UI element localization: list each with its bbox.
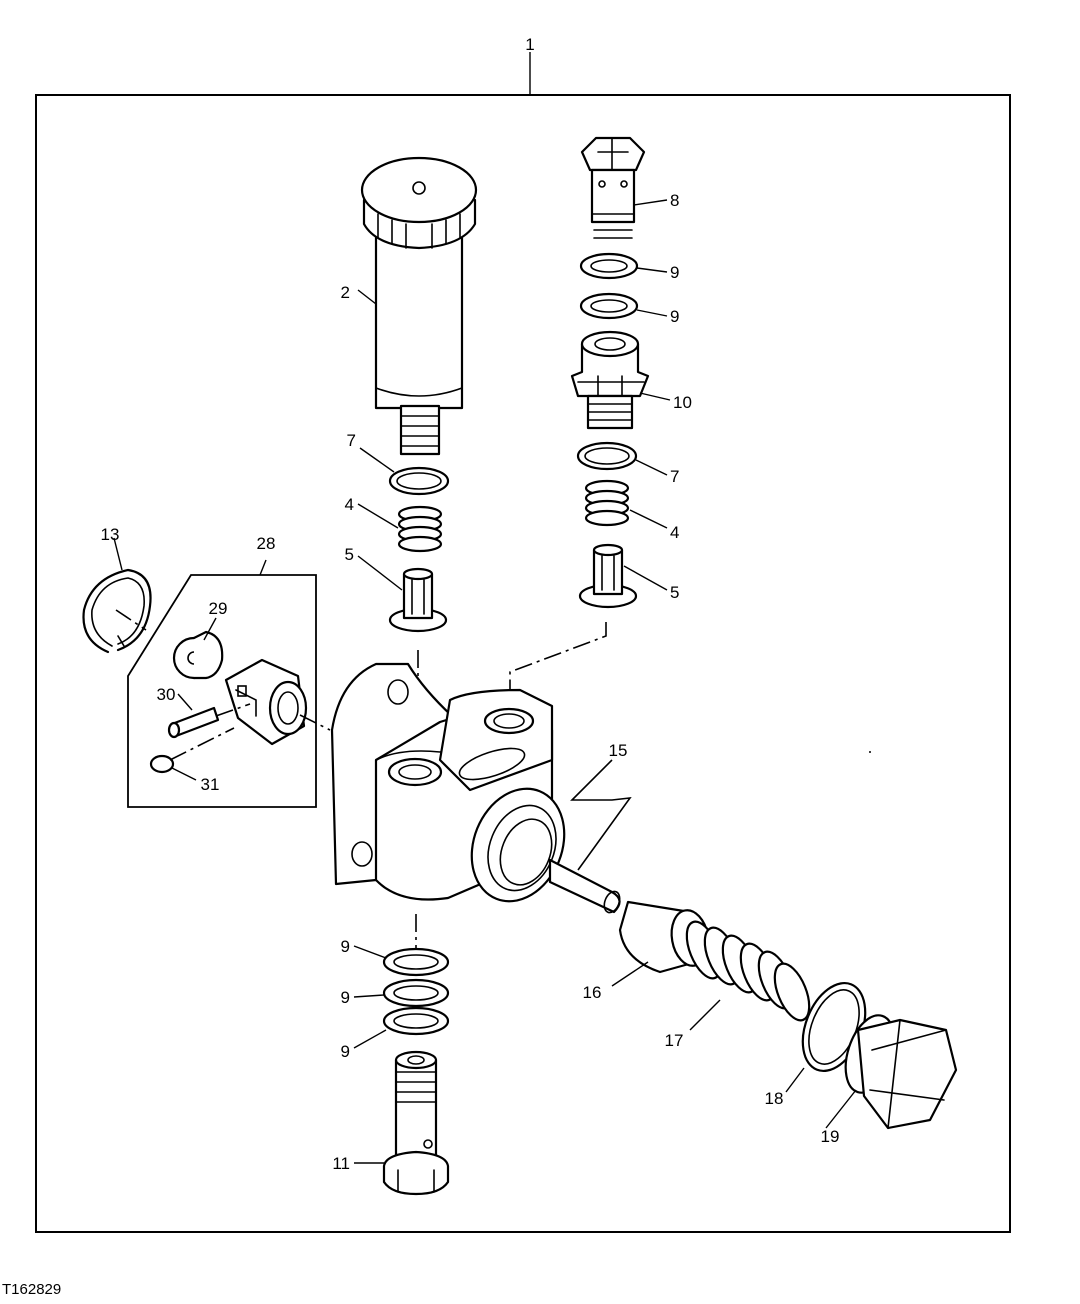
- callout-pin: 30: [157, 685, 176, 704]
- callout-washer-top-2: 9: [670, 307, 679, 326]
- piston-spring: [685, 920, 811, 1022]
- callout-retainer: 31: [201, 775, 220, 794]
- callout-oring-l: 7: [347, 431, 356, 450]
- callout-oring-r: 7: [670, 467, 679, 486]
- gasket-leader: [785, 1067, 805, 1093]
- roller-leader: [203, 617, 217, 641]
- washer-top-1: [579, 252, 639, 280]
- callout-spring-l: 4: [345, 495, 354, 514]
- callout-cap-filter: 2: [341, 283, 350, 302]
- assembly-frame: [35, 94, 1011, 1233]
- washer-bot-2-leader: [353, 994, 385, 998]
- washer-bot-3: [382, 1006, 450, 1036]
- callout-gasket: 18: [765, 1089, 784, 1108]
- retainer-leader: [171, 767, 197, 781]
- centerline-right: [509, 622, 607, 690]
- callout-piston: 16: [583, 983, 602, 1002]
- retainer: [149, 754, 175, 774]
- callout-washer-top-1: 9: [670, 263, 679, 282]
- valve-right: [578, 543, 638, 609]
- stray-dot: [869, 751, 871, 753]
- washer-top-2-hole: [590, 299, 628, 313]
- callout-valve-l: 5: [345, 545, 354, 564]
- roller: [172, 630, 224, 680]
- washer-bot-3-leader: [353, 1029, 387, 1049]
- spring-left-leader: [357, 503, 399, 529]
- oring-left: [388, 466, 450, 496]
- callout-banjo-bolt-bottom: 11: [332, 1154, 350, 1173]
- piston-leader: [611, 961, 649, 987]
- fitting: [570, 330, 650, 430]
- washer-top-1-hole: [590, 259, 628, 273]
- washer-top-2: [579, 292, 639, 320]
- callout-spring-r: 4: [670, 523, 679, 542]
- callout-roller: 29: [209, 599, 228, 618]
- pin-centerline: [215, 703, 251, 717]
- callout-washer-bot-1: 9: [341, 937, 350, 956]
- figure-id: T162829: [2, 1281, 62, 1298]
- oring-right-inner: [584, 447, 630, 465]
- tappet-centerline: [299, 714, 331, 731]
- washer-top-2-leader: [636, 309, 668, 317]
- retainer-centerline: [169, 727, 235, 761]
- callout-fitting: 10: [673, 393, 692, 412]
- callout-valve-r: 5: [670, 583, 679, 602]
- callout-plug: 19: [821, 1127, 840, 1146]
- washer-bot-3-hole: [393, 1013, 439, 1029]
- washer-top-1-leader: [636, 267, 668, 273]
- snap-ring-centerline: [115, 609, 147, 631]
- banjo-bolt-top: [580, 136, 646, 239]
- washer-bot-1: [382, 947, 450, 977]
- washer-bot-2-hole: [393, 985, 439, 1001]
- callout-banjo-bolt-top: 8: [670, 191, 679, 210]
- oring-right-leader: [635, 459, 668, 476]
- pump-body-bracket: [570, 759, 632, 871]
- banjo-bolt-bottom: [382, 1050, 450, 1196]
- callout-assembly: 1: [525, 35, 534, 54]
- pin-leader: [177, 693, 193, 711]
- tappet-kit-box: [127, 574, 317, 808]
- pin: [167, 706, 220, 739]
- oring-left-inner: [396, 472, 442, 490]
- callout-piston-spring: 17: [665, 1031, 684, 1050]
- callout-tappet-kit: 28: [257, 534, 276, 553]
- callout-snap-ring: 13: [101, 525, 120, 544]
- valve-left: [388, 567, 448, 633]
- filter-cap-leader: [357, 289, 377, 305]
- callout-pump-body: 15: [609, 741, 628, 760]
- callout-washer-bot-3: 9: [341, 1042, 350, 1061]
- fitting-leader: [639, 392, 671, 401]
- filter-cap: [360, 156, 478, 456]
- callout-washer-bot-2: 9: [341, 988, 350, 1007]
- washer-bot-1-leader: [353, 945, 387, 959]
- piston-spring-leader: [689, 999, 721, 1031]
- plug: [844, 1014, 958, 1130]
- snap-ring-leader: [113, 537, 123, 571]
- oring-left-leader: [359, 447, 395, 473]
- washer-bot-2: [382, 978, 450, 1008]
- tappet-kit-leader: [259, 559, 267, 576]
- spring-left: [397, 505, 443, 553]
- valve-left-leader: [357, 555, 403, 591]
- spring-right: [584, 479, 630, 527]
- pump-body: [330, 662, 621, 914]
- banjo-bolt-top-leader: [633, 199, 668, 206]
- tappet-body: [224, 658, 308, 746]
- oring-right: [576, 441, 638, 471]
- valve-right-leader: [623, 565, 668, 591]
- spring-right-leader: [629, 509, 668, 529]
- plug-leader: [825, 1089, 857, 1129]
- washer-bot-1-hole: [393, 954, 439, 970]
